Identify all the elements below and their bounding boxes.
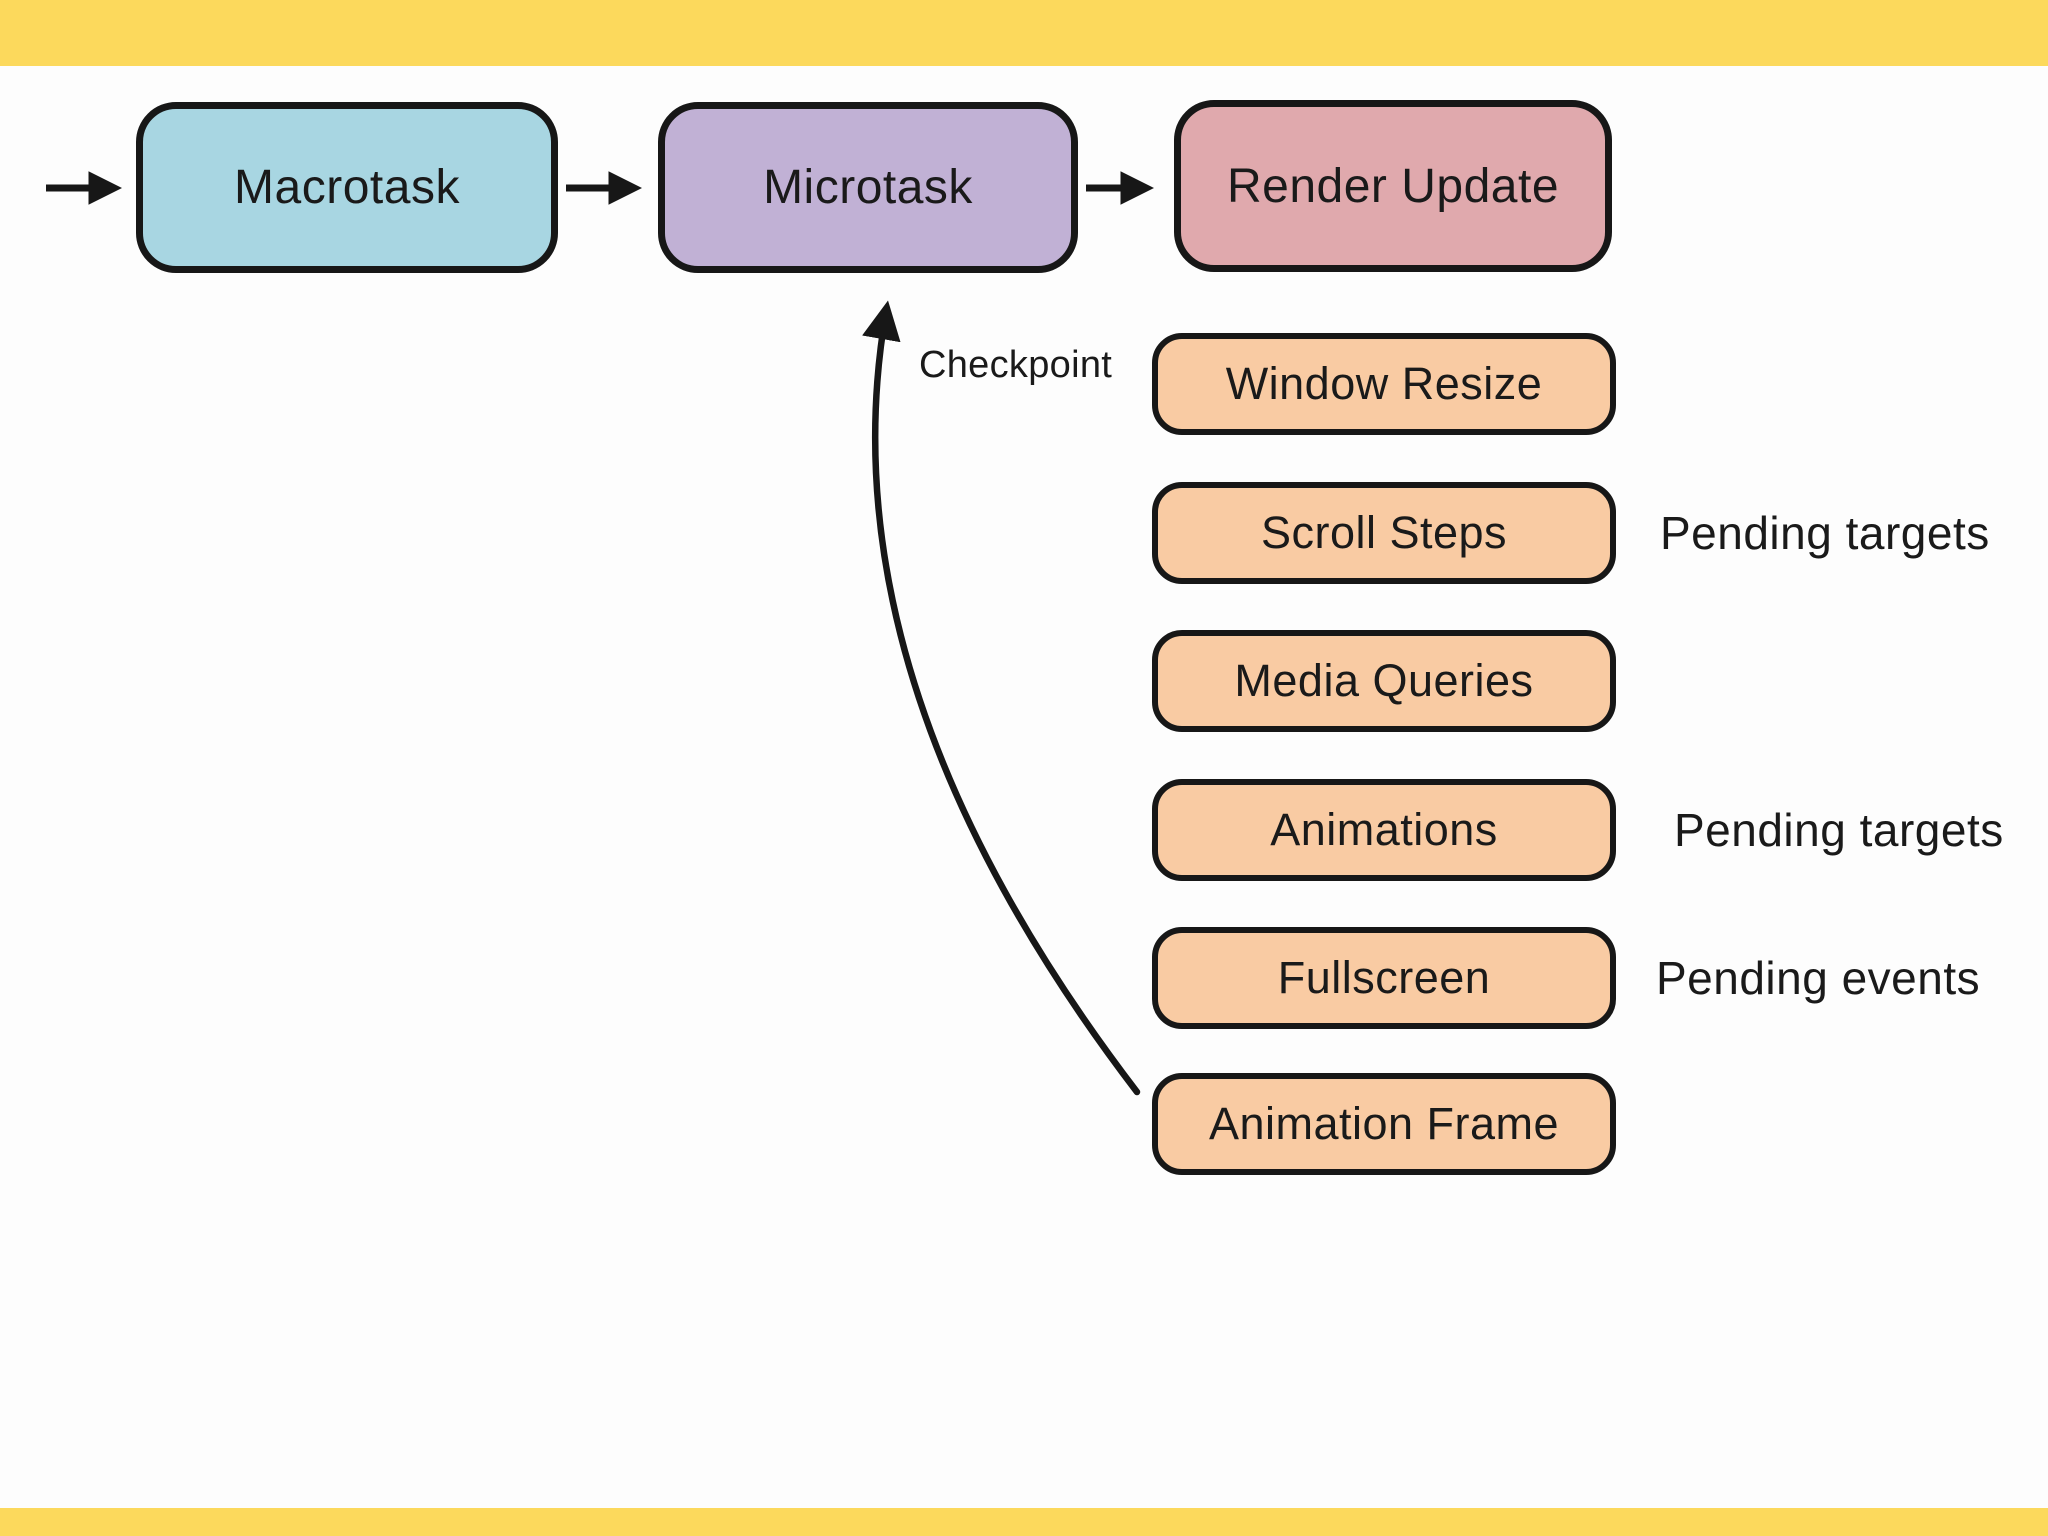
window-resize-box: Window Resize (1152, 333, 1616, 435)
scroll-steps-annotation: Pending targets (1660, 507, 1990, 559)
media-queries-label: Media Queries (1234, 655, 1534, 706)
animation-frame-to-microtask-checkpoint-arrow (862, 300, 1141, 1096)
render-update-label: Render Update (1226, 159, 1560, 213)
macrotask-box: Macrotask (136, 102, 558, 273)
animations-box: Animations (1152, 779, 1616, 881)
media-queries-box: Media Queries (1152, 630, 1616, 732)
animation-frame-box: Animation Frame (1152, 1073, 1616, 1175)
scroll-steps-box: Scroll Steps (1152, 482, 1616, 584)
fullscreen-box: Fullscreen (1152, 927, 1616, 1029)
scroll-steps-label: Scroll Steps (1260, 507, 1508, 558)
macrotask-label: Macrotask (234, 161, 460, 214)
animations-label: Animations (1270, 804, 1498, 855)
fullscreen-annotation: Pending events (1656, 952, 1981, 1004)
render-update-box: Render Update (1174, 100, 1612, 272)
animation-frame-label: Animation Frame (1208, 1098, 1560, 1149)
microtask-box: Microtask (658, 102, 1078, 273)
animations-annotation: Pending targets (1674, 804, 2004, 856)
bottom-accent-bar (0, 1508, 2048, 1536)
top-accent-bar (0, 0, 2048, 66)
checkpoint-label: Checkpoint (919, 344, 1113, 386)
microtask-label: Microtask (763, 161, 973, 214)
window-resize-label: Window Resize (1225, 358, 1543, 409)
fullscreen-label: Fullscreen (1277, 952, 1491, 1003)
